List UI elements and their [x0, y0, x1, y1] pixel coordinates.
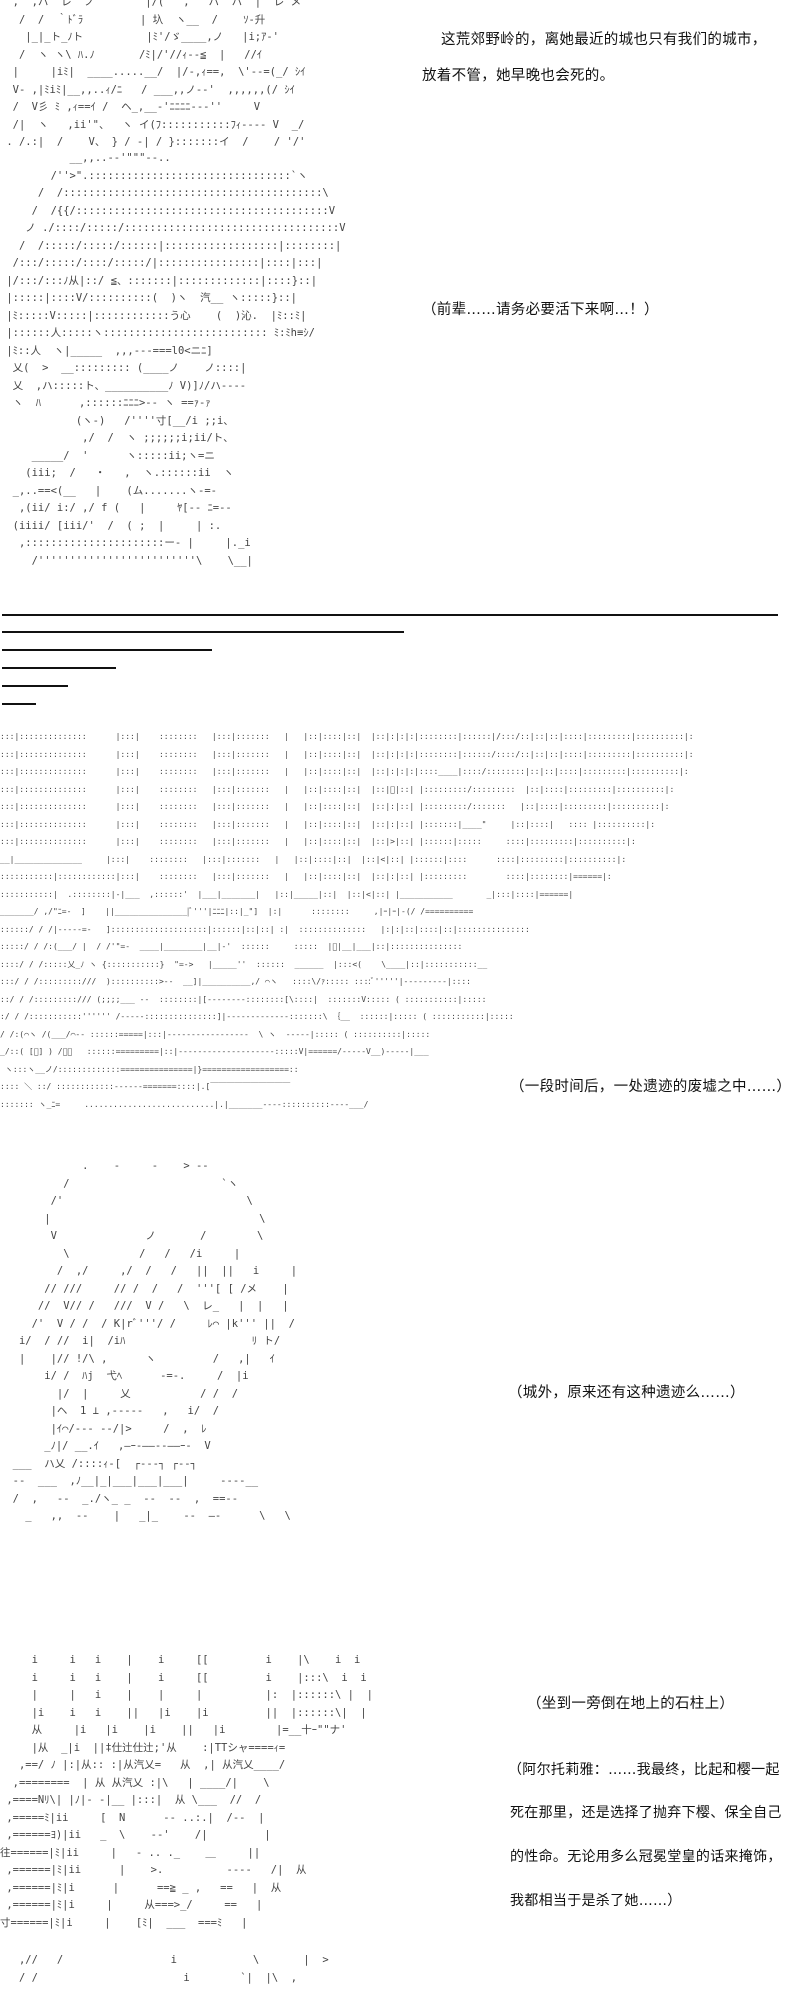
- divider-line-4: [2, 667, 116, 669]
- action-caption: （坐到一旁倒在地上的石柱上）: [527, 1696, 735, 1712]
- divider-line-3: [2, 649, 212, 651]
- thought-senpai: （前辈……请务必要活下来啊…！）: [422, 302, 659, 318]
- ascii-art-girl: . - ‐ > -- / `ヽ /' \ | \ V ノ / \ \: [12, 1160, 298, 1522]
- divider-line-2: [2, 631, 404, 633]
- divider-line-1: [2, 614, 778, 616]
- ascii-art-character-senpai: __,,..-‐'"""‐-.. /''>".:::::::::::::::::…: [6, 152, 346, 567]
- dialogue-line-1: （阿尔托莉雅：……我最终，比起和樱一起: [508, 1762, 780, 1778]
- thought-ruins: （城外，原来还有这种遗迹么……）: [508, 1385, 745, 1401]
- dialogue-line-4: 我都相当于是杀了她……）: [510, 1893, 682, 1909]
- ascii-art-bottom: ,// / i \ | > / / i `| |\ ,: [18, 1954, 329, 1984]
- ascii-art-ruins: :::|:::::::::::::: |:::| :::::::: |:::|:…: [0, 732, 694, 1109]
- ascii-art-top: , ,ハ レ ノ |/( , ハ ハ | レ メ / / ｀ﾄﾞﾗ | 圦 ヽ_…: [6, 0, 306, 148]
- narration-line-1a: 这荒郊野岭的，离她最近的城也只有我们的城市，: [441, 32, 767, 48]
- divider-line-6: [2, 703, 36, 705]
- narration-line-1b: 放着不管，她早晚也会死的。: [422, 68, 615, 84]
- scene-change-caption: （一段时间后，一处遗迹的废墟之中……）: [510, 1079, 792, 1095]
- ascii-art-sitting: i i i | i [[ i |\ i i i i i | i [[ i |::…: [0, 1654, 373, 1929]
- dialogue-line-3: 的性命。无论用多么冠冕堂皇的话来掩饰，: [510, 1849, 782, 1865]
- divider-line-5: [2, 685, 68, 687]
- dialogue-line-2: 死在那里，还是选择了抛弃下樱、保全自己: [510, 1805, 782, 1821]
